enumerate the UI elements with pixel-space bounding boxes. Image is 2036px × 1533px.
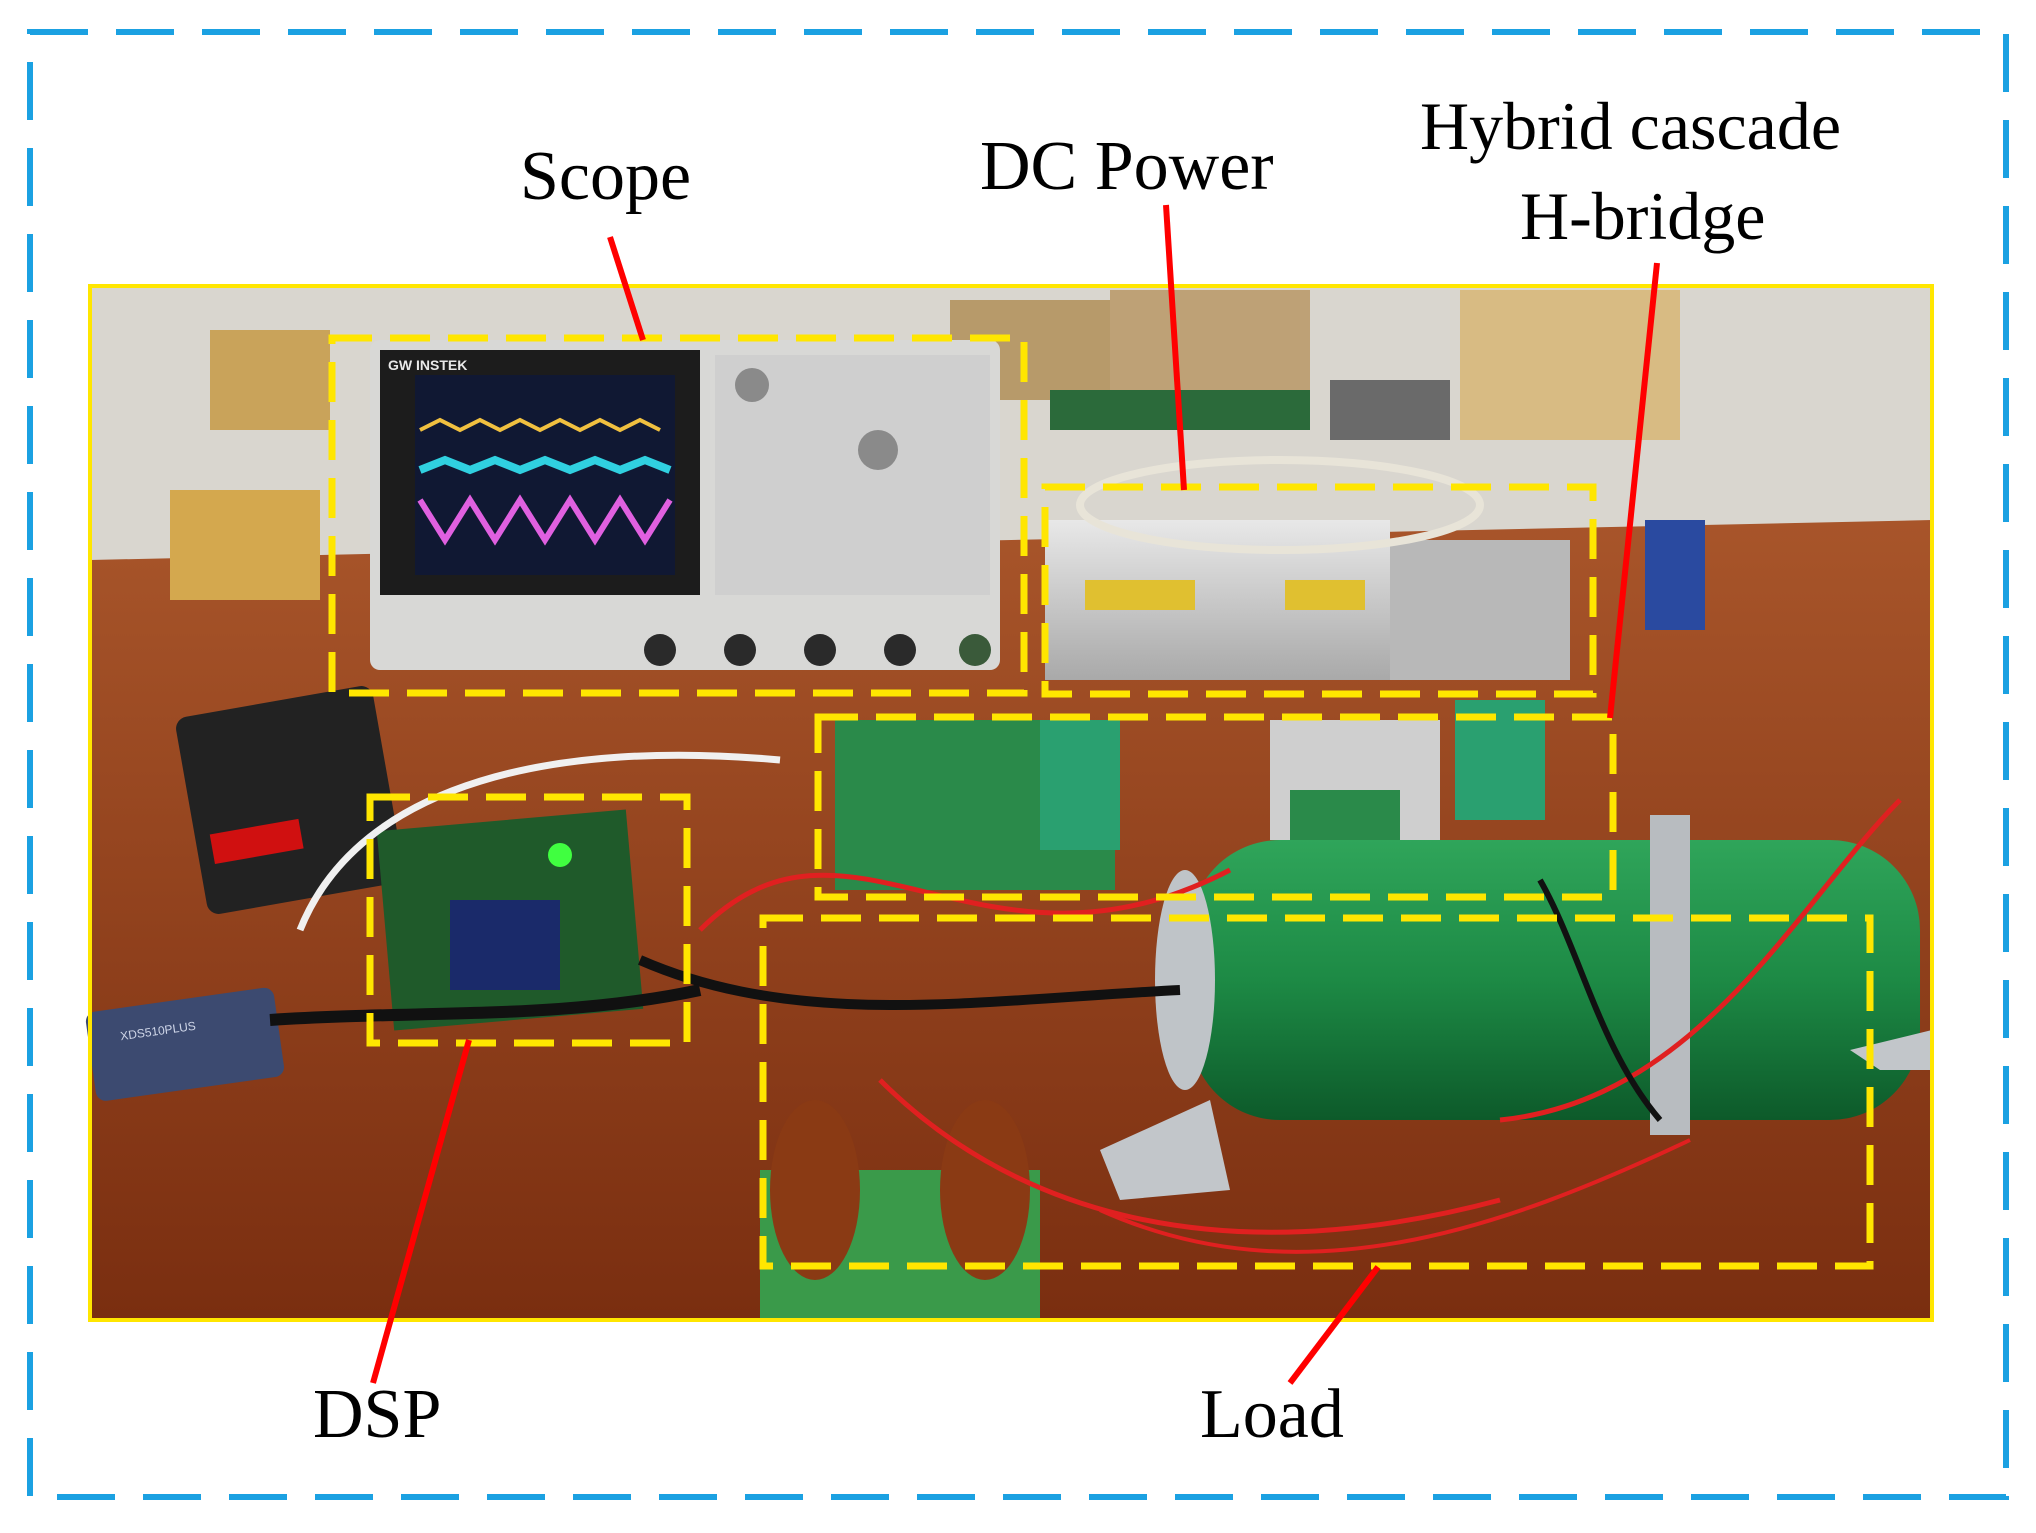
dc-power-highlight-box [1041,483,1597,698]
dsp-pointer-line [370,1039,472,1384]
load-pointer-line [1287,1265,1381,1385]
scope-label: Scope [520,138,692,215]
scope-highlight-box [328,334,1028,697]
load-label: Load [1200,1376,1344,1453]
lab-photo [85,286,1932,1320]
dc-power-label: DC Power [980,128,1274,205]
load-highlight-box [759,914,1874,1270]
scope-pointer-line [607,236,646,341]
scope-brand-text: GW INSTEK [388,357,468,373]
jtag-emulator [85,987,284,1101]
load-resistor [1190,840,1920,1120]
photo-border [88,284,1934,1322]
hybrid-cascade-label-line1: Hybrid cascade [1420,88,1842,164]
inductor-coil-1 [770,1100,860,1280]
hybrid-cascade-label-line2: H-bridge [1520,178,1766,254]
h-bridge-pointer-line [1607,262,1660,719]
h-bridge-highlight-box [814,713,1617,901]
dsp-highlight-box [366,793,691,1047]
dsp-label: DSP [313,1376,442,1453]
outer-dashed-frame [27,29,2009,1500]
dc-power-pointer-line [1163,204,1187,491]
power-supply-3 [1390,540,1570,680]
inductor-coil-2 [940,1100,1030,1280]
